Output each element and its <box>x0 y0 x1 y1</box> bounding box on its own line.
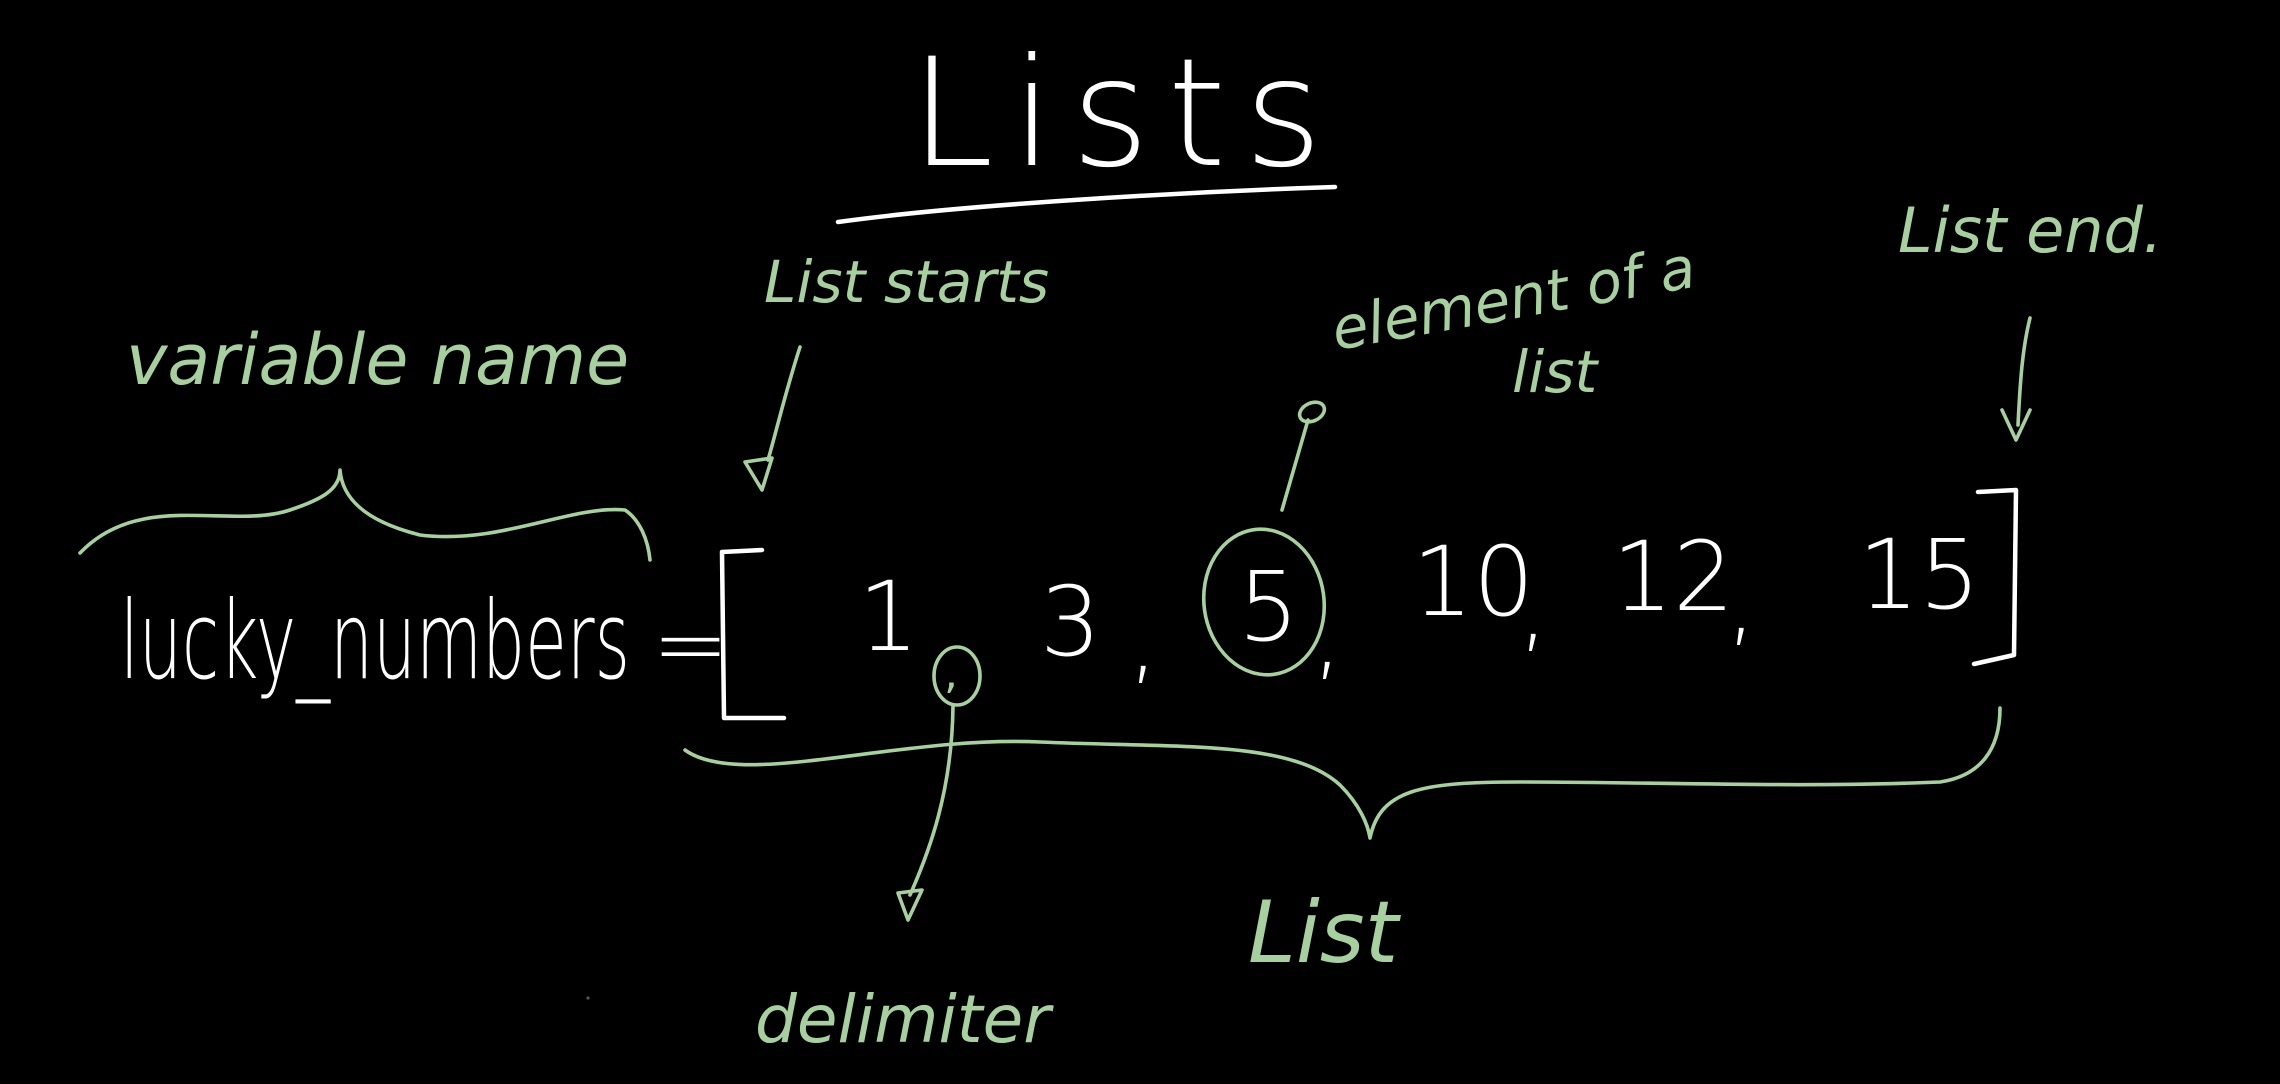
equals-sign: = <box>652 591 729 698</box>
variable-name-text: lucky_numbers <box>120 579 630 704</box>
variable-name-brace <box>78 468 652 562</box>
list-end-arrowhead <box>2000 408 2032 442</box>
comma-after-12: , <box>1726 545 1757 657</box>
list-element-10: 10 <box>1412 526 1534 638</box>
element-pointer <box>1280 418 1310 512</box>
delimiter-pointer <box>908 704 955 897</box>
list-brace <box>683 706 2002 840</box>
list-element-12: 12 <box>1612 521 1734 633</box>
list-element-1: 1 <box>858 561 919 673</box>
delimiter-label: delimiter <box>755 981 1054 1058</box>
list-element-3: 3 <box>1040 566 1101 678</box>
element-pointer-head <box>1297 400 1327 424</box>
open-bracket <box>719 547 787 721</box>
list-starts-label: List starts <box>764 248 1049 316</box>
comma-after-3: , <box>1128 583 1159 695</box>
title-underline <box>835 184 1338 225</box>
list-element-15: 15 <box>1858 519 1980 631</box>
page-title: Lists <box>910 27 1340 201</box>
list-starts-pointer <box>766 345 802 462</box>
stray-mark <box>586 996 590 1000</box>
list-starts-arrowhead <box>743 456 774 492</box>
close-bracket <box>1971 487 2019 667</box>
variable-name-label: variable name <box>126 319 629 401</box>
delimiter-comma: , <box>944 648 958 699</box>
element-label-line2: list <box>1512 338 1599 406</box>
delimiter-circle <box>932 645 982 707</box>
comma-after-10: , <box>1518 551 1549 663</box>
list-element-5: 5 <box>1238 551 1299 663</box>
list-end-pointer <box>2016 316 2032 427</box>
list-label: List <box>1248 883 1402 983</box>
list-end-label: List end. <box>1898 194 2163 267</box>
comma-after-5: , <box>1312 579 1343 691</box>
element-circle <box>1201 527 1327 677</box>
delimiter-arrowhead <box>896 888 924 922</box>
